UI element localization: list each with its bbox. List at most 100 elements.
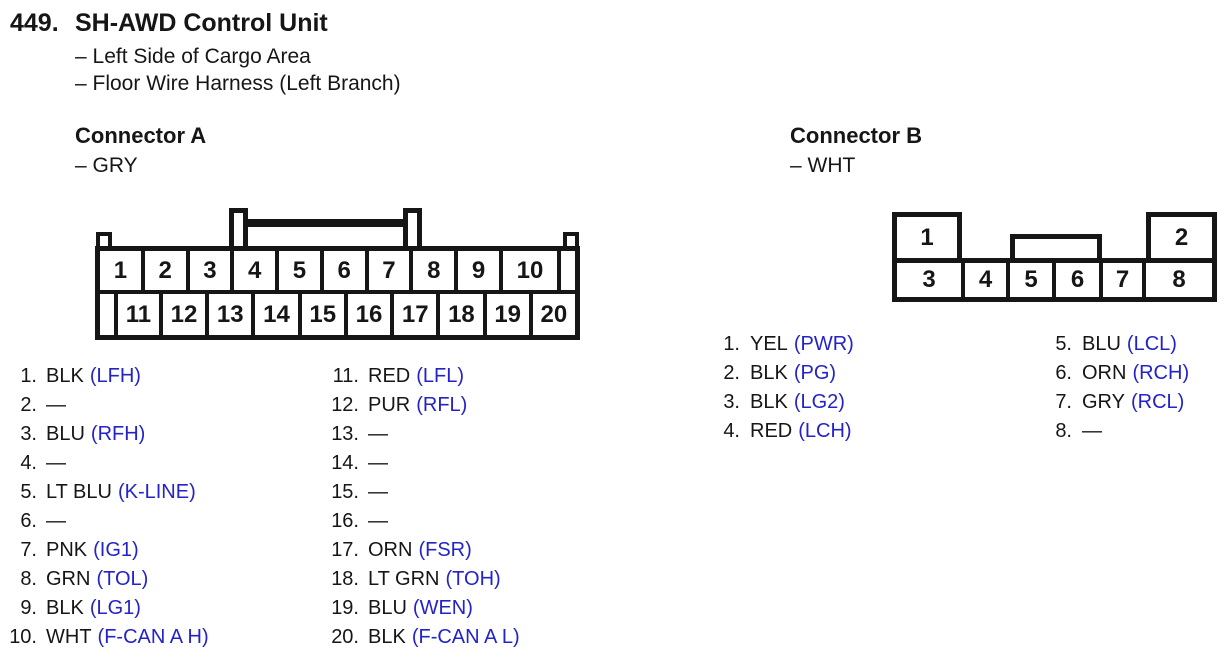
pin-number: 2. xyxy=(20,394,37,416)
pin-row-a19: 19. BLU(WEN) xyxy=(327,594,520,623)
wire-color: — xyxy=(368,481,388,503)
circuit-code: (LFH) xyxy=(89,365,141,387)
cavity-b-1: 1 xyxy=(892,212,962,258)
circuit-code: (TOH) xyxy=(445,568,501,590)
pin-row-b7: 7.GRY(RCL) xyxy=(1048,388,1189,417)
pin-number: 10. xyxy=(9,626,37,648)
cavity-a-11: 11 xyxy=(118,294,159,335)
pin-row-b4: 4.RED(LCH) xyxy=(716,417,1048,446)
wire-color: BLK xyxy=(750,362,788,384)
connector-b-color-note: – WHT xyxy=(790,154,856,177)
circuit-code: (WEN) xyxy=(412,597,473,619)
cavity-a-10: 10 xyxy=(502,251,557,290)
section-number: 449. xyxy=(10,9,59,37)
pin-number: 7. xyxy=(20,539,37,561)
pin-number: 15. xyxy=(331,481,359,503)
pin-number: 13. xyxy=(331,423,359,445)
cavity-a-4: 4 xyxy=(234,251,276,290)
connector-notch-right xyxy=(563,232,579,246)
pin-row-a11: 11. RED(LFL) xyxy=(327,362,520,391)
page-title: SH-AWD Control Unit xyxy=(75,9,328,37)
wire-color: — xyxy=(46,510,66,532)
wire-color: — xyxy=(368,452,388,474)
pin-row-a15: 15. — xyxy=(327,478,520,507)
pin-row-a7: 7.PNK(IG1) xyxy=(5,536,327,565)
connector-b-pin-column-2: 5.BLU(LCL) 6.ORN(RCH) 7.GRY(RCL) 8.— xyxy=(1048,330,1189,446)
connector-a-body: 1 2 3 4 5 6 7 8 9 10 11 12 13 14 15 16 1 xyxy=(95,246,580,340)
pin-number: 4. xyxy=(723,420,740,442)
cavity-a-14: 14 xyxy=(255,294,298,335)
cavity-a-7: 7 xyxy=(368,251,410,290)
cavity-a-8: 8 xyxy=(413,251,455,290)
pin-row-a10: 10.WHT(F-CAN A H) xyxy=(5,623,327,652)
connector-a-color-note: – GRY xyxy=(75,154,138,177)
circuit-code: (FSR) xyxy=(418,539,472,561)
page-header: 449. SH-AWD Control Unit – Left Side of C… xyxy=(10,8,401,97)
connector-lock-tab-left xyxy=(229,208,248,246)
wire-color: PNK xyxy=(46,539,88,561)
cavity-a-5: 5 xyxy=(279,251,320,290)
circuit-code: (F-CAN A L) xyxy=(411,626,520,648)
circuit-code: (LFL) xyxy=(416,365,465,387)
circuit-code: (RFL) xyxy=(416,394,468,416)
wire-color: BLK xyxy=(46,597,84,619)
wire-color: BLK xyxy=(368,626,406,648)
pin-number: 3. xyxy=(20,423,37,445)
pin-number: 14. xyxy=(331,452,359,474)
wire-color: GRN xyxy=(46,568,91,590)
cavity-a-17: 17 xyxy=(394,294,437,335)
connector-notch-left xyxy=(96,232,112,246)
pin-row-a6: 6. — xyxy=(5,507,327,536)
cavity-a-6: 6 xyxy=(323,251,365,290)
wire-color: BLU xyxy=(368,597,407,619)
connector-a-bottom-row: 11 12 13 14 15 16 17 18 19 20 xyxy=(100,294,576,335)
pin-number: 5. xyxy=(1055,333,1072,355)
pin-number: 2. xyxy=(723,362,740,384)
cavity-b-2: 2 xyxy=(1146,212,1217,258)
wire-color: BLK xyxy=(46,365,84,387)
pin-row-a20: 20.BLK(F-CAN A L) xyxy=(327,623,520,652)
circuit-code: (PG) xyxy=(793,362,837,384)
pin-row-a1: 1. BLK(LFH) xyxy=(5,362,327,391)
pin-number: 6. xyxy=(20,510,37,532)
pin-row-a4: 4.— xyxy=(5,449,327,478)
pin-number: 8. xyxy=(20,568,37,590)
circuit-code: (LG2) xyxy=(793,391,845,413)
pin-row-a17: 17.ORN(FSR) xyxy=(327,536,520,565)
wire-color: BLU xyxy=(46,423,85,445)
connector-b-lock-tab xyxy=(1010,234,1102,258)
wire-color: PUR xyxy=(368,394,411,416)
circuit-code: (PWR) xyxy=(793,333,854,355)
cavity-a-2: 2 xyxy=(144,251,186,290)
circuit-code: (LG1) xyxy=(89,597,141,619)
connector-b-diagram: 1 2 3 4 5 6 7 8 xyxy=(892,212,1217,302)
cavity-a-13: 13 xyxy=(209,294,252,335)
wire-color: BLK xyxy=(750,391,788,413)
wire-color: RED xyxy=(368,365,411,387)
circuit-code: (LCH) xyxy=(798,420,852,442)
cavity-a-18: 18 xyxy=(440,294,483,335)
cavity-a-20: 20 xyxy=(532,294,576,335)
connector-lock-bar xyxy=(240,219,420,227)
location-note: – Left Side of Cargo Area xyxy=(75,45,311,68)
pin-number: 12. xyxy=(331,394,359,416)
pin-number: 19. xyxy=(331,597,359,619)
pin-number: 11. xyxy=(332,365,359,387)
pin-row-a9: 9.BLK(LG1) xyxy=(5,594,327,623)
wire-color: GRY xyxy=(1082,391,1125,413)
pin-row-a8: 8.GRN(TOL) xyxy=(5,565,327,594)
cavity-a-1: 1 xyxy=(100,251,141,290)
pin-row-b8: 8.— xyxy=(1048,417,1189,446)
cavity-b-7: 7 xyxy=(1103,263,1142,297)
pin-number: 1. xyxy=(723,333,740,355)
pin-number: 7. xyxy=(1055,391,1072,413)
cavity-b-6: 6 xyxy=(1056,263,1099,297)
connector-a-title: Connector A xyxy=(75,123,207,148)
pin-number: 1. xyxy=(20,365,37,387)
wire-color: — xyxy=(368,423,388,445)
pin-number: 3. xyxy=(723,391,740,413)
connector-b-bottom-row: 3 4 5 6 7 8 xyxy=(892,258,1217,302)
pin-row-a14: 14. — xyxy=(327,449,520,478)
wire-color: — xyxy=(1082,420,1102,442)
connector-b-pin-column-1: 1.YEL(PWR) 2.BLK(PG) 3.BLK(LG2) 4.RED(LC… xyxy=(716,330,1048,446)
